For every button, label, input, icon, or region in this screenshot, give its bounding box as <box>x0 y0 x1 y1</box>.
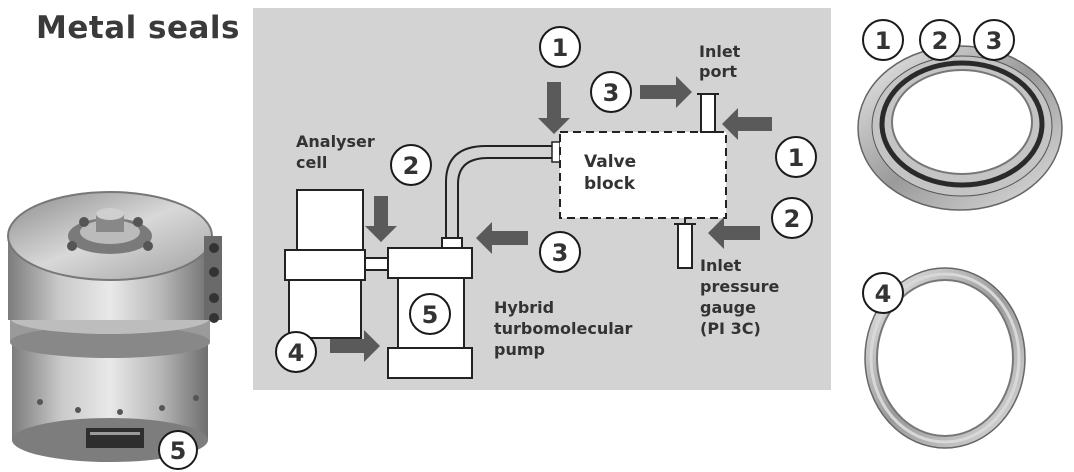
label-pump: pump <box>494 340 545 359</box>
label-turbomolecular: turbomolecular <box>494 319 633 338</box>
label-cell: cell <box>296 153 327 172</box>
label-valve: Valve <box>584 152 636 172</box>
pump-photo <box>8 192 222 462</box>
label-gauge-pressure: pressure <box>700 277 780 296</box>
callout-2-analyser-text: 2 <box>403 152 420 180</box>
callout-5-photo-text: 5 <box>170 437 187 465</box>
callout-1-right-text: 1 <box>788 144 805 172</box>
inlet-port <box>701 94 715 132</box>
callout-3-port-text: 3 <box>603 79 620 107</box>
label-port: port <box>699 62 737 81</box>
label-inlet: Inlet <box>699 42 741 61</box>
callout-4-pump-text: 4 <box>288 339 305 367</box>
label-analyser: Analyser <box>296 132 375 151</box>
callout-1-ring-text: 1 <box>875 27 892 55</box>
callout-2-ring-text: 2 <box>932 27 949 55</box>
pipe-flange <box>552 142 560 162</box>
callout-4-ring-text: 4 <box>875 280 892 308</box>
callout-3-pump-text: 3 <box>552 239 569 267</box>
label-gauge-inlet: Inlet <box>700 256 742 275</box>
seal-ring-photo-123 <box>858 46 1062 210</box>
callout-1-top-text: 1 <box>552 34 569 62</box>
callout-5-pump-text: 5 <box>422 301 439 329</box>
callout-3-ring-text: 3 <box>986 27 1003 55</box>
label-gauge-model: (PI 3C) <box>700 319 761 338</box>
label-block: block <box>584 174 636 194</box>
callout-2-gauge-text: 2 <box>784 205 801 233</box>
inlet-pressure-gauge <box>678 224 692 268</box>
label-hybrid: Hybrid <box>494 298 554 317</box>
label-gauge-gauge: gauge <box>700 298 756 317</box>
